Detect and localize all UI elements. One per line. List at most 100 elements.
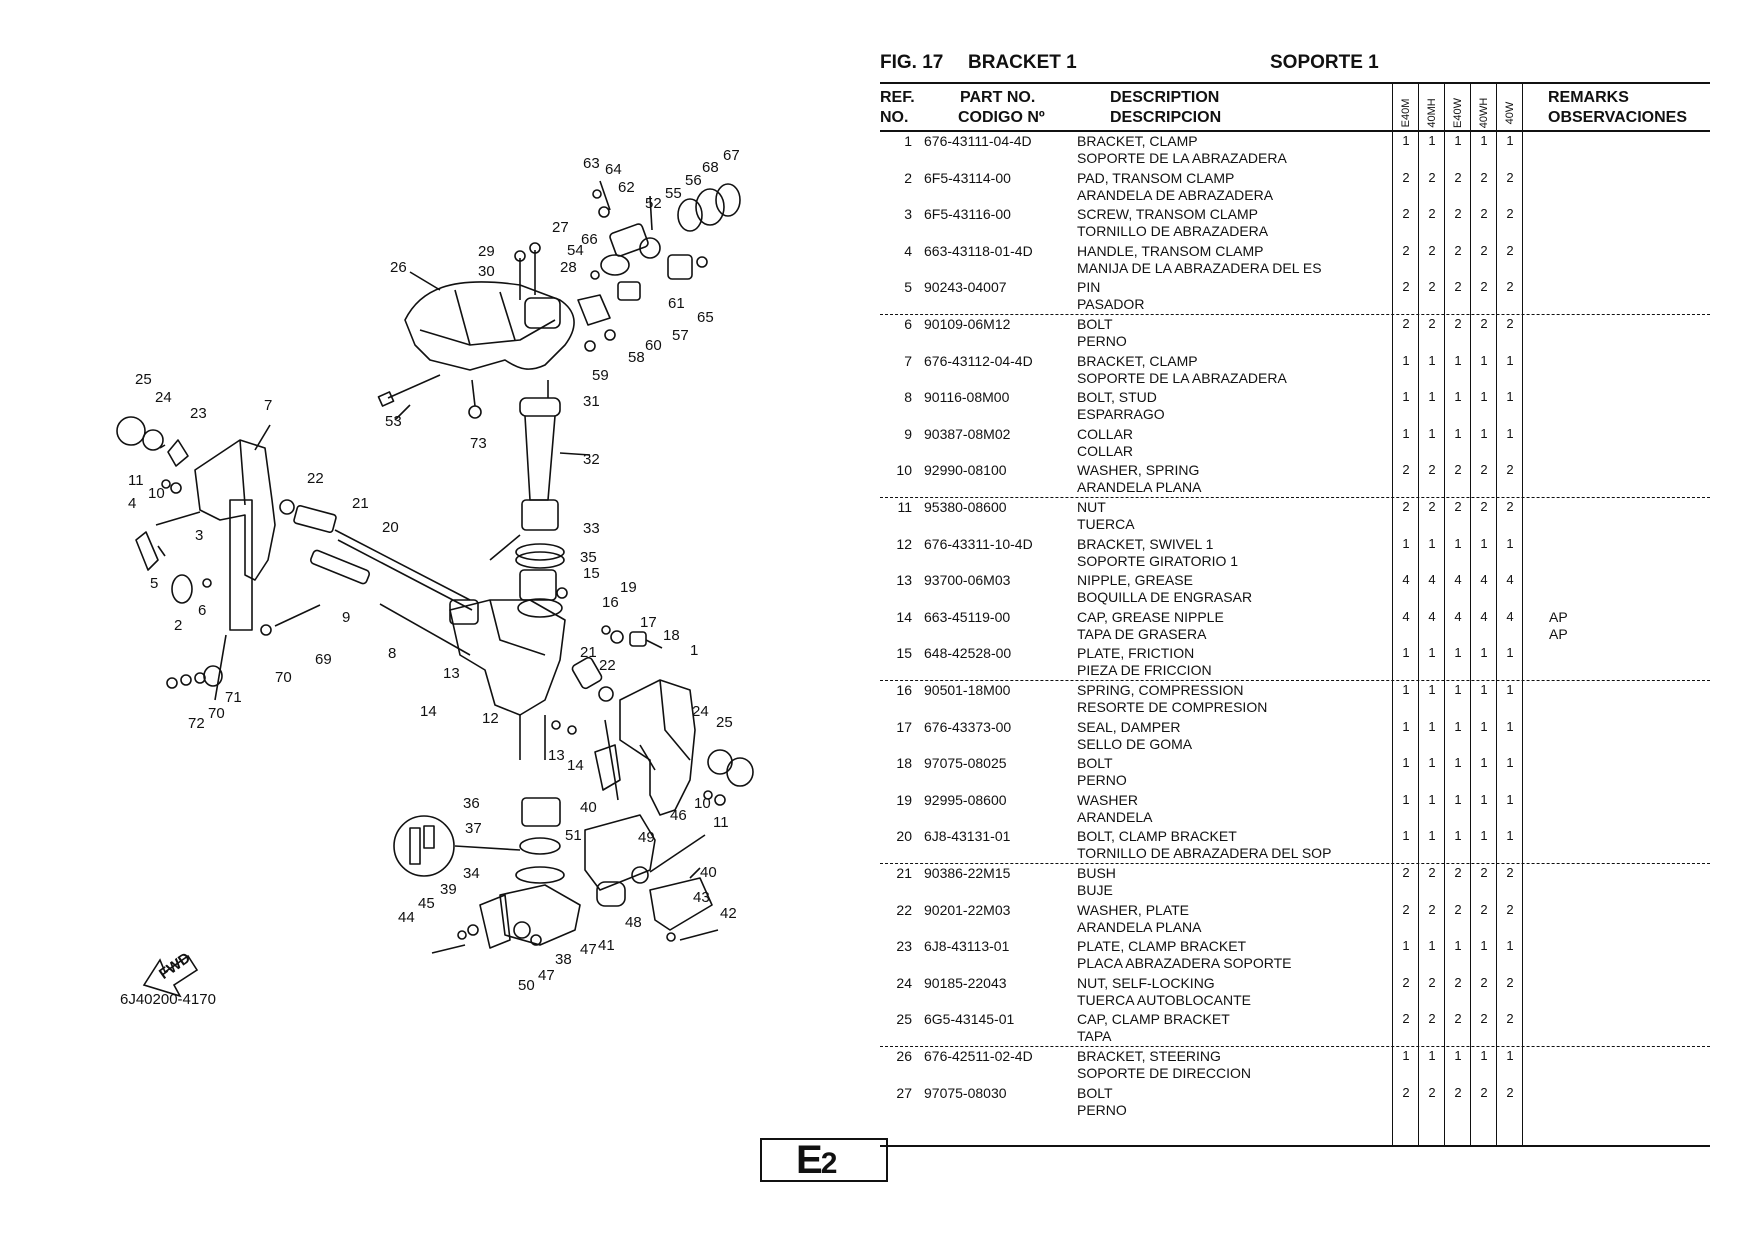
description-spanish: TORNILLO DE ABRAZADERA DEL SOP <box>1077 845 1332 862</box>
quantity-cell: 2 <box>1480 1084 1488 1100</box>
remarks-header-line2: OBSERVACIONES <box>1548 109 1687 126</box>
callout: 40 <box>580 799 597 816</box>
quantity-cell: 2 <box>1428 1084 1436 1100</box>
model-header: 40MH <box>1426 98 1438 128</box>
quantity-cell: 2 <box>1454 206 1462 222</box>
callout: 71 <box>225 689 242 706</box>
quantity-cell: 2 <box>1428 1011 1436 1027</box>
quantity-cell: 4 <box>1454 608 1462 624</box>
quantity-cell: 1 <box>1480 535 1488 551</box>
quantity-cell: 2 <box>1402 499 1410 514</box>
ref-header: REF. <box>880 89 915 106</box>
callout: 53 <box>385 413 402 430</box>
column-divider <box>1418 84 1419 1146</box>
column-divider <box>1392 84 1393 1146</box>
description-english: WASHER <box>1077 791 1138 808</box>
description-spanish: ARANDELA DE ABRAZADERA <box>1077 186 1274 203</box>
ref-number: 21 <box>896 865 912 881</box>
quantity-cell: 1 <box>1428 682 1436 697</box>
callout: 65 <box>697 309 714 326</box>
quantity-cell: 2 <box>1402 865 1410 880</box>
part-number: 676-43111-04-4D <box>924 133 1032 149</box>
callout: 13 <box>443 665 460 682</box>
quantity-cell: 2 <box>1454 865 1462 880</box>
callout: 17 <box>640 614 657 631</box>
quantity-cell: 1 <box>1428 352 1436 368</box>
part-number: 676-43112-04-4D <box>924 352 1033 369</box>
model-header: 40WH <box>1478 97 1490 129</box>
figure-title: BRACKET 1 <box>968 52 1077 73</box>
callout: 45 <box>418 895 435 912</box>
callout: 3 <box>195 527 203 544</box>
quantity-cell: 1 <box>1428 645 1436 661</box>
quantity-cell: 1 <box>1480 718 1488 734</box>
fwd-label: FWD <box>156 949 194 983</box>
callout: 14 <box>567 757 584 774</box>
ref-number: 19 <box>896 791 912 808</box>
quantity-cell: 1 <box>1506 133 1514 148</box>
callout: 64 <box>605 161 622 178</box>
ref-number: 8 <box>904 389 912 406</box>
callout: 62 <box>618 179 635 196</box>
part-number: 90386-22M15 <box>924 865 1011 881</box>
description-english: COLLAR <box>1077 425 1134 442</box>
callout: 9 <box>342 609 350 626</box>
part-number: 663-43118-01-4D <box>924 242 1033 259</box>
quantity-cell: 1 <box>1402 682 1410 697</box>
callout: 48 <box>625 914 642 931</box>
quantity-cell: 1 <box>1480 645 1488 661</box>
quantity-cell: 1 <box>1454 938 1462 954</box>
callout: 72 <box>188 715 205 732</box>
description-english: NIPPLE, GREASE <box>1077 572 1193 589</box>
quantity-cell: 1 <box>1454 133 1462 148</box>
quantity-cell: 1 <box>1454 645 1462 661</box>
callout: 6 <box>198 602 206 619</box>
quantity-cell: 1 <box>1402 352 1410 368</box>
column-divider <box>1470 84 1471 1146</box>
callout: 22 <box>307 470 324 487</box>
quantity-cell: 4 <box>1480 608 1488 624</box>
description-english: PLATE, FRICTION <box>1077 645 1195 662</box>
figure-number: FIG. 17 <box>880 52 944 73</box>
quantity-cell: 1 <box>1454 755 1462 771</box>
part-number: 90109-06M12 <box>924 316 1011 332</box>
description-spanish: TUERCA AUTOBLOCANTE <box>1077 991 1252 1008</box>
quantity-cell: 2 <box>1428 499 1436 514</box>
callout: 1 <box>690 642 698 659</box>
callout: 32 <box>583 451 600 468</box>
part-no-header: PART NO. <box>960 89 1036 106</box>
part-number: 676-43311-10-4D <box>924 535 1033 552</box>
ref-number: 4 <box>904 242 912 259</box>
callout: 18 <box>663 627 680 644</box>
callout: 4 <box>128 495 136 512</box>
callout: 20 <box>382 519 399 536</box>
quantity-cell: 1 <box>1506 828 1514 844</box>
description-spanish: PASADOR <box>1077 296 1145 313</box>
callout: 13 <box>548 747 565 764</box>
callout: 46 <box>670 807 687 824</box>
part-number: 92990-08100 <box>924 462 1007 479</box>
description-spanish: PLACA ABRAZADERA SOPORTE <box>1077 955 1292 972</box>
description-english: BRACKET, CLAMP <box>1077 352 1198 369</box>
quantity-cell: 1 <box>1402 718 1410 734</box>
callout: 66 <box>581 231 598 248</box>
ref-number: 10 <box>896 462 912 479</box>
callout: 70 <box>275 669 292 686</box>
quantity-cell: 1 <box>1428 755 1436 771</box>
description-english: BOLT <box>1077 755 1113 772</box>
quantity-cell: 2 <box>1454 499 1462 514</box>
callout: 25 <box>135 371 152 388</box>
quantity-cell: 1 <box>1402 1048 1410 1063</box>
part-number: 90201-22M03 <box>924 901 1011 918</box>
callout: 34 <box>463 865 480 882</box>
quantity-cell: 2 <box>1480 901 1488 917</box>
quantity-cell: 2 <box>1506 1084 1514 1100</box>
